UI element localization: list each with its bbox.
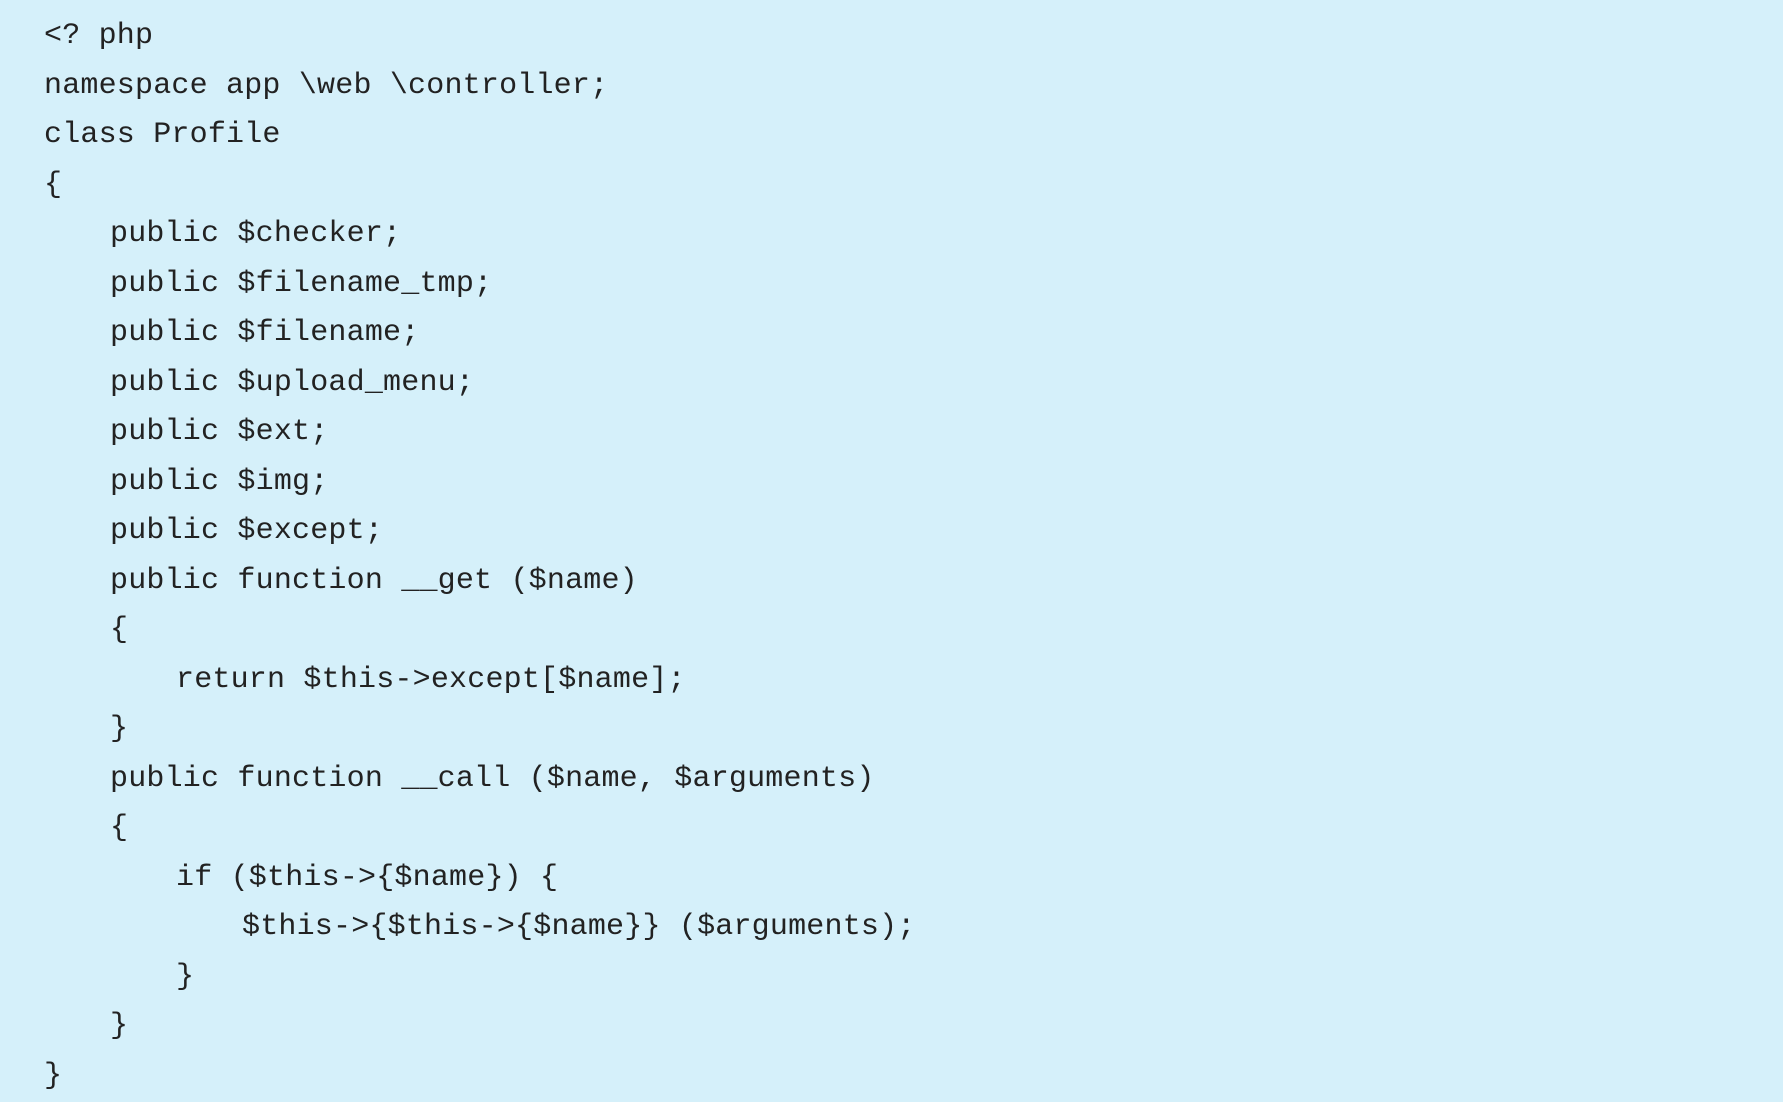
- code-line: public $img;: [110, 464, 329, 499]
- code-line: }: [176, 959, 195, 994]
- code-line: {: [110, 811, 129, 845]
- code-line: {: [110, 613, 129, 647]
- code-line: if ($this->{$name}) {: [176, 860, 559, 895]
- code-line: $this->{$this->{$name}} ($arguments);: [242, 910, 916, 944]
- code-line: public $upload_menu;: [110, 365, 475, 400]
- code-line: namespace app \web \controller;: [44, 68, 609, 103]
- code-line: public $filename;: [110, 316, 420, 350]
- code-line: public $filename_tmp;: [110, 266, 493, 301]
- code-line: }: [110, 1009, 129, 1043]
- code-line: return $this->except[$name];: [176, 662, 686, 697]
- code-line: public $ext;: [110, 415, 329, 449]
- code-line: {: [44, 167, 63, 202]
- code-line: }: [44, 1058, 63, 1093]
- code-line: public function __call ($name, $argument…: [110, 761, 875, 796]
- code-line: }: [110, 712, 129, 746]
- code-line: public $except;: [110, 514, 384, 548]
- code-line: class Profile: [44, 118, 281, 152]
- code-line: public $checker;: [110, 217, 402, 251]
- code-line: public function __get ($name): [110, 563, 638, 598]
- code-line: <? php: [44, 19, 154, 53]
